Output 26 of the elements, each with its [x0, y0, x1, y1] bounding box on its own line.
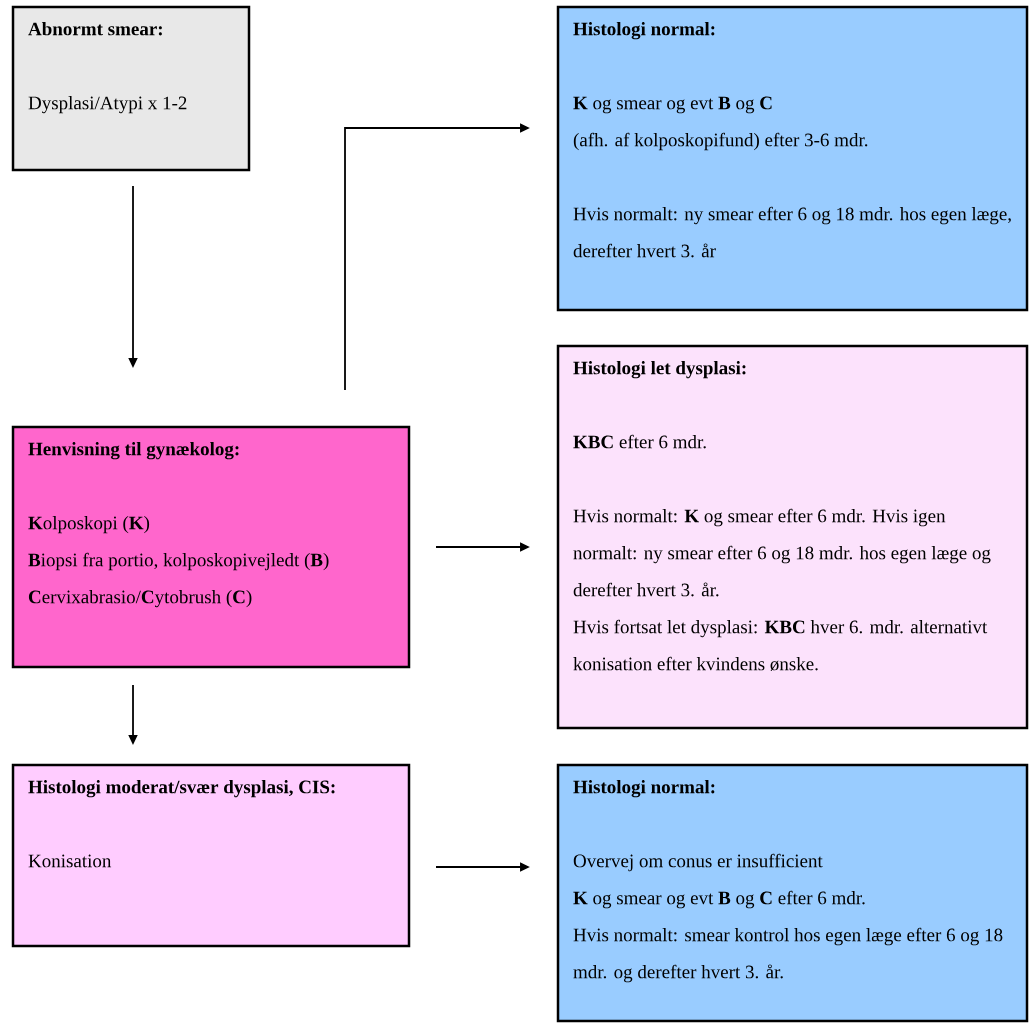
process-box [556, 344, 1029, 730]
box-text: Hvis normalt: ny smear efter 6 og 18 mdr. hos egen læge, derefter hvert 3. år [573, 206, 1011, 258]
process-box [11, 425, 411, 669]
box-text: Hvis normalt: K og smear efter 6 mdr. Hvis igen normalt: ny smear efter 6 og 18 mdr. hos egen læge og derefter hvert 3. år. [573, 508, 991, 597]
box-text: Overvej om conus er insufficient [573, 853, 823, 872]
box-text: KBC efter 6 mdr. [573, 434, 706, 449]
box-heading: Abnormt smear: [28, 22, 162, 36]
box-heading: Henvisning til gynækolog: [28, 442, 239, 460]
box-text: Kolposkopi (K) [28, 516, 150, 534]
box-text: Hvis normalt: smear kontrol hos egen læge efter 6 og 18 mdr. og derefter hvert 3. år. [573, 927, 1003, 983]
box-text: K og smear og evt B og C [573, 96, 772, 114]
process-box [556, 763, 1029, 1023]
box-text: Hvis fortsat let dysplasi: KBC hver 6. mdr. alternativt konisation efter kvindens ønske. [573, 619, 988, 671]
box-text: Konisation [28, 854, 112, 868]
box-text: Dysplasi/Atypi x 1-2 [28, 96, 187, 114]
box-text: (afh. af kolposkopifund) efter 3-6 mdr. [573, 132, 868, 151]
box-text: Biopsi fra portio, kolposkopivejledt (B) [28, 552, 329, 571]
process-box [556, 5, 1029, 312]
box-heading: Histologi normal: [573, 780, 715, 798]
process-box [11, 5, 251, 172]
box-heading: Histologi let dysplasi: [573, 361, 746, 379]
box-heading: Histologi normal: [573, 22, 715, 40]
box-heading: Histologi moderat/svær dysplasi, CIS: [28, 780, 335, 798]
process-box [11, 763, 411, 948]
box-text: K og smear og evt B og C efter 6 mdr. [573, 890, 865, 909]
box-text: Cervixabrasio/Cytobrush (C) [28, 590, 252, 608]
